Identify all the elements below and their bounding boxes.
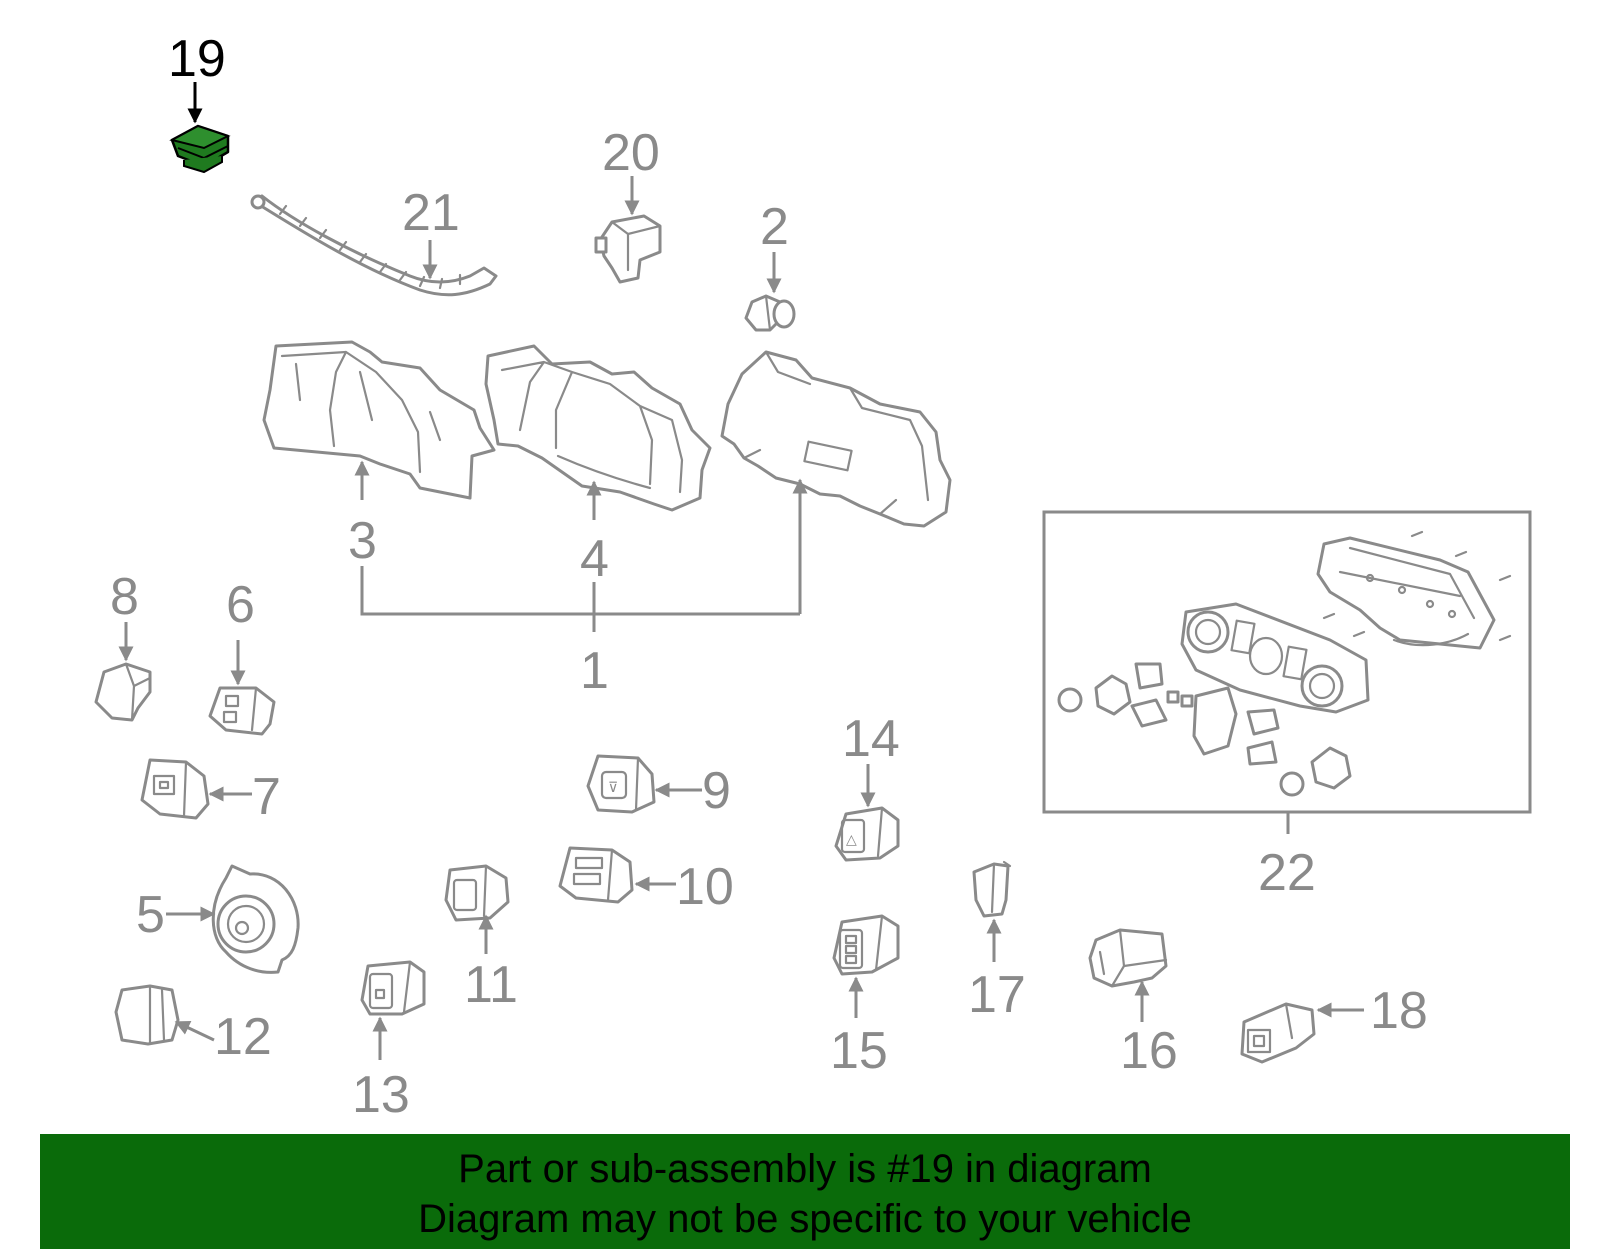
part-1-housing[interactable] — [720, 350, 952, 528]
part-8-switch[interactable] — [94, 662, 152, 722]
callout-13: 13 — [352, 1066, 410, 1124]
callout-22: 22 — [1258, 844, 1316, 902]
callout-2: 2 — [760, 198, 789, 256]
part-18-switch[interactable] — [1240, 1002, 1316, 1064]
banner-line-1: Part or sub-assembly is #19 in diagram — [458, 1147, 1152, 1191]
callout-5: 5 — [136, 886, 165, 944]
callout-11: 11 — [464, 956, 518, 1014]
svg-text:△: △ — [846, 831, 857, 847]
callout-8: 8 — [110, 568, 139, 626]
part-12-leader — [174, 1020, 215, 1042]
part-5-knob[interactable] — [211, 864, 300, 974]
callout-19: 19 — [168, 30, 226, 88]
callout-15: 15 — [830, 1022, 888, 1080]
part-12-switch[interactable] — [114, 984, 180, 1046]
callout-12: 12 — [214, 1008, 272, 1066]
callout-17: 17 — [968, 966, 1026, 1024]
part-11-switch[interactable] — [444, 864, 510, 922]
info-banner: Part or sub-assembly is #19 in diagram D… — [40, 1134, 1570, 1249]
callout-18: 18 — [1370, 982, 1428, 1040]
part-7-switch[interactable] — [140, 758, 210, 820]
part-21-cable[interactable] — [250, 194, 498, 297]
callout-9: 9 — [702, 762, 731, 820]
part-20-switch[interactable] — [594, 214, 662, 284]
part-9-switch[interactable]: ⊽ — [586, 754, 656, 814]
callout-21: 21 — [402, 184, 460, 242]
callout-3: 3 — [348, 512, 377, 570]
part-2-socket[interactable] — [744, 294, 796, 332]
callout-10: 10 — [676, 858, 734, 916]
part-19-clip[interactable] — [169, 124, 231, 174]
part-13-switch[interactable] — [360, 960, 426, 1016]
callout-6: 6 — [226, 576, 255, 634]
callout-4: 4 — [580, 530, 609, 588]
callout-1: 1 — [580, 642, 609, 700]
banner-line-2: Diagram may not be specific to your vehi… — [418, 1197, 1192, 1241]
callout-16: 16 — [1120, 1022, 1178, 1080]
callout-7: 7 — [252, 768, 281, 826]
part-6-switch[interactable] — [208, 686, 276, 736]
part-10-switch[interactable] — [558, 846, 634, 904]
part-15-switch[interactable] — [832, 914, 900, 976]
callout-20: 20 — [602, 124, 660, 182]
callout-14: 14 — [842, 710, 900, 768]
part-1-bracket — [360, 566, 800, 616]
svg-text:⊽: ⊽ — [608, 779, 618, 795]
part-17-bracket[interactable] — [972, 860, 1012, 918]
part-22-climate-control[interactable] — [1042, 510, 1532, 814]
part-3-lens[interactable] — [262, 340, 496, 500]
part-14-switch[interactable]: △ — [834, 806, 900, 862]
part-16-switch[interactable] — [1088, 928, 1168, 988]
part-4-visor[interactable] — [484, 344, 712, 512]
